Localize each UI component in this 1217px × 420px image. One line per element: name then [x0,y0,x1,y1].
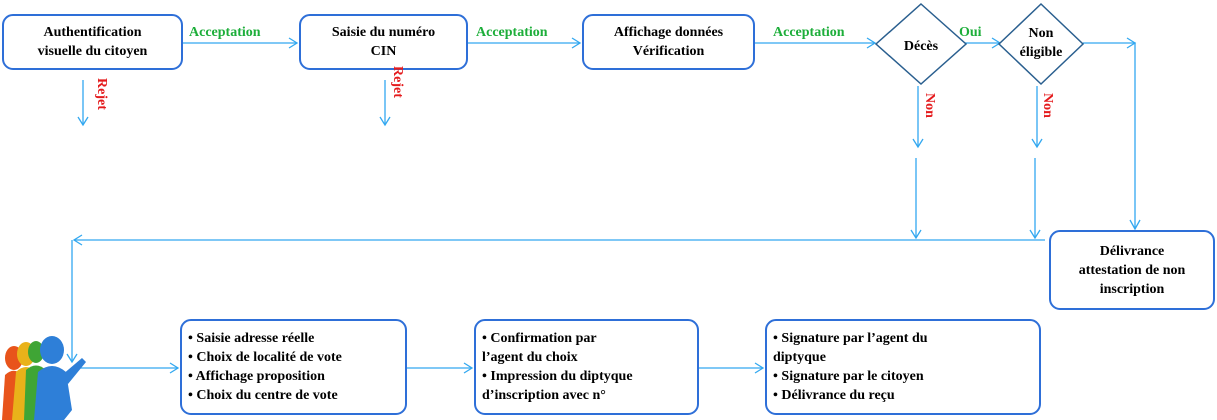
step1-item: • Saisie adresse réelle [188,331,315,346]
auth-line2: visuelle du citoyen [37,44,148,59]
step1-item: • Choix de localité de vote [188,350,342,365]
step3-item: • Signature par le citoyen [773,369,924,384]
rejet-label-auth: Rejet [94,78,109,110]
display-line1: Affichage données [613,25,724,40]
acceptation-label-1: Acceptation [189,25,261,40]
non-eligible-diamond [997,2,1085,86]
step1-item: • Affichage proposition [188,369,325,384]
arrowhead [571,37,582,49]
arrowhead [1029,229,1041,240]
attestation-line1: Délivrance [1099,243,1165,259]
arrowhead [463,362,474,374]
cin-line2: CIN [370,44,397,59]
arrowhead [754,362,765,374]
attestation-line2: attestation de non [1078,262,1186,278]
arrowhead [1129,219,1141,231]
acceptation-label-3: Acceptation [773,25,845,40]
non-eligible-label: Non éligible [1006,24,1076,62]
display-line2: Vérification [632,44,705,59]
arrowhead [66,353,78,364]
step2-item: • Confirmation par [482,331,597,346]
step3-item: • Délivrance du reçu [773,388,895,403]
arrowhead [1126,37,1137,49]
step3-item: • Signature par l’agent du [773,331,928,346]
step2-box: • Confirmation par l’agent du choix • Im… [474,319,699,415]
arrowhead [866,37,877,49]
arrowhead [1031,138,1043,149]
arrow-eligible-to-attestation [1083,42,1136,229]
step3-item: diptyque [773,350,826,365]
auth-line1: Authentification [43,25,142,40]
non-eligible-line1: Non [1028,26,1054,41]
step2-item: l’agent du choix [482,350,578,365]
step3-box: • Signature par l’agent du diptyque • Si… [765,319,1041,415]
attestation-line3: inscription [1099,281,1165,297]
arrowhead [379,116,391,127]
step2-item: d’inscription avec n° [482,388,606,403]
non-label-deces: Non [922,93,937,118]
step1-box: • Saisie adresse réelle • Choix de local… [180,319,407,415]
deces-diamond [874,2,968,86]
arrowhead [910,229,922,240]
arrowhead [72,234,83,246]
step1-item: • Choix du centre de vote [188,388,338,403]
non-eligible-line2: éligible [1019,45,1063,60]
step2-item: • Impression du diptyque [482,369,633,384]
arrowhead [169,362,180,374]
people-figure-icon [2,336,86,420]
arrowhead [912,138,924,149]
oui-label: Oui [959,25,982,40]
rejet-label-cin: Rejet [390,66,405,98]
cin-box: Saisie du numéro CIN [299,14,468,70]
acceptation-label-2: Acceptation [476,25,548,40]
auth-box: Authentification visuelle du citoyen [2,14,183,70]
cin-line1: Saisie du numéro [331,25,436,40]
arrowhead [77,116,89,127]
arrowhead [288,37,299,49]
attestation-box: Délivrance attestation de non inscriptio… [1049,230,1215,310]
non-label-eligible: Non [1040,93,1055,118]
display-box: Affichage données Vérification [582,14,755,70]
deces-label: Décès [903,39,939,54]
